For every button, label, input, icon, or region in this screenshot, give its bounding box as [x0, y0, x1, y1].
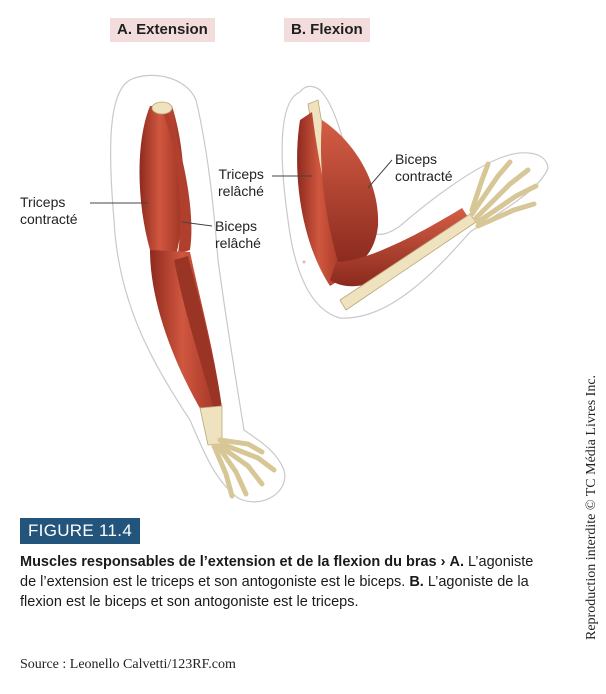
leader-biceps-a	[181, 221, 213, 227]
label-triceps-relache: Triceps relâché	[218, 166, 264, 199]
figure-caption: Muscles responsables de l’extension et d…	[20, 552, 540, 612]
panel-title-extension: A. Extension	[110, 18, 215, 42]
caption-part-a-text: L’agoniste de l’extension est le triceps…	[20, 554, 534, 590]
hand-skeleton-b	[469, 159, 539, 229]
label-triceps-contracte: Triceps contracté	[20, 194, 78, 227]
reference-dot	[302, 260, 306, 264]
label-biceps-contracte: Biceps contracté	[395, 151, 453, 184]
arm-illustration	[90, 74, 549, 503]
forearm-muscle-shadow	[174, 256, 222, 410]
triceps-muscle	[139, 106, 184, 255]
extended-arm	[110, 74, 286, 503]
caption-part-a-label: A.	[449, 554, 465, 570]
label-biceps-relache: Biceps relâché	[215, 218, 261, 251]
caption-arrow: ›	[440, 554, 446, 570]
figure-badge: FIGURE 11.4	[20, 518, 141, 544]
caption-title: Muscles responsables de l’extension et d…	[20, 554, 437, 570]
forearm-muscles-b	[330, 208, 470, 287]
arm-outline	[110, 74, 286, 503]
biceps-muscle	[162, 110, 192, 254]
biceps-muscle-b	[320, 120, 379, 266]
shoulder-bone	[151, 101, 173, 115]
copyright-notice: Reproduction interdite © TC Média Livres…	[584, 374, 599, 640]
source-credit: Source : Leonello Calvetti/123RF.com	[20, 657, 236, 672]
leader-biceps-b	[367, 159, 393, 189]
flexed-arm	[281, 85, 549, 319]
panel-title-flexion: B. Flexion	[284, 18, 370, 42]
leader-lines	[90, 159, 393, 227]
caption-part-b-text: L’agoniste de la flexion est le biceps e…	[20, 574, 529, 610]
caption-part-b-label: B.	[409, 574, 424, 590]
hand-skeleton-a	[211, 437, 277, 499]
